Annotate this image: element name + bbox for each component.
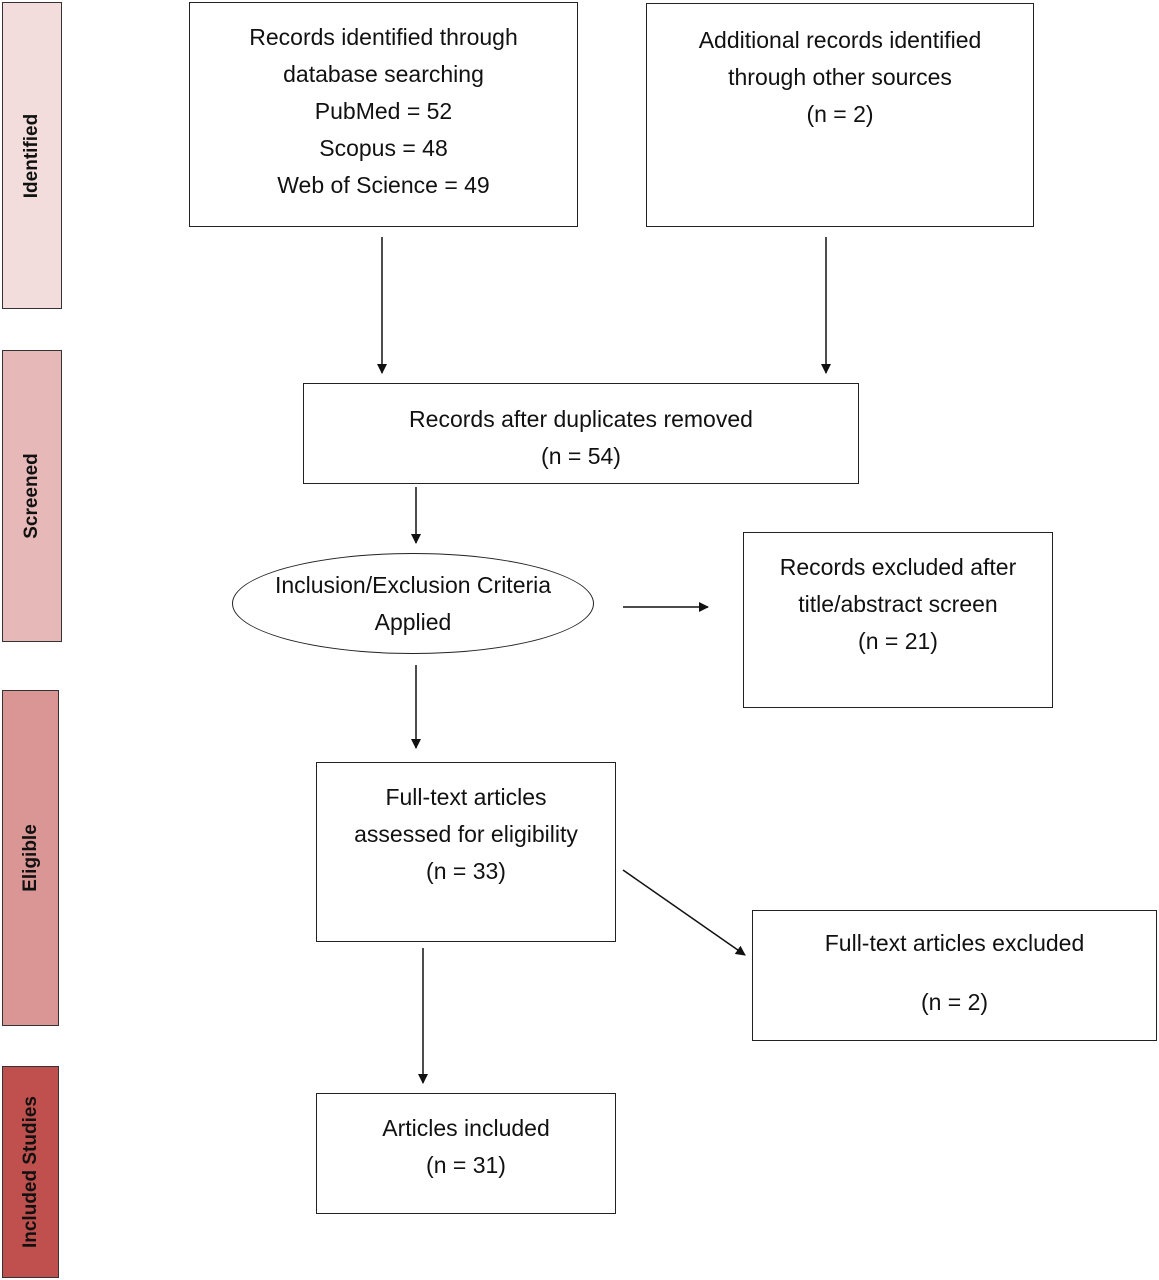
phase-identified: Identified	[2, 2, 62, 309]
other-sources-count: (n = 2)	[806, 101, 874, 127]
phase-eligible: Eligible	[2, 690, 59, 1026]
articles-included-count: (n = 31)	[426, 1152, 506, 1178]
excluded-title-abstract-line-1: Records excluded after	[779, 554, 1017, 580]
articles-included-box: Articles included (n = 31)	[316, 1093, 616, 1214]
phase-identified-label: Identified	[21, 113, 42, 198]
fulltext-assessed-count: (n = 33)	[426, 858, 506, 884]
articles-included-label: Articles included	[382, 1115, 550, 1141]
database-search-line-1: Records identified through	[249, 24, 518, 50]
arrow-fulltext-to-excluded	[622, 869, 746, 956]
database-search-pubmed: PubMed = 52	[314, 98, 453, 124]
excluded-title-abstract-line-2: title/abstract screen	[798, 591, 998, 617]
phase-included-label: Included Studies	[19, 1095, 41, 1249]
database-search-line-2: database searching	[283, 61, 484, 87]
database-search-scopus: Scopus = 48	[319, 135, 448, 161]
phase-eligible-label: Eligible	[19, 824, 41, 892]
phase-screened: Screened	[2, 350, 62, 642]
excluded-title-abstract-count: (n = 21)	[858, 628, 938, 654]
duplicates-removed-box: Records after duplicates removed (n = 54…	[303, 383, 859, 484]
fulltext-assessed-line-2: assessed for eligibility	[354, 821, 578, 847]
other-sources-box: Additional records identified through ot…	[646, 3, 1034, 227]
fulltext-excluded-box: Full-text articles excluded (n = 2)	[752, 910, 1157, 1041]
excluded-title-abstract-box: Records excluded after title/abstract sc…	[743, 532, 1053, 708]
criteria-applied-oval: Inclusion/Exclusion Criteria Applied	[232, 553, 594, 654]
criteria-applied-line-2: Applied	[374, 608, 452, 635]
database-search-box: Records identified through database sear…	[189, 2, 578, 227]
duplicates-removed-label: Records after duplicates removed	[409, 406, 753, 432]
phase-screened-label: Screened	[21, 453, 42, 539]
fulltext-excluded-label: Full-text articles excluded	[824, 930, 1085, 956]
phase-included: Included Studies	[2, 1066, 59, 1278]
fulltext-excluded-count: (n = 2)	[920, 989, 989, 1015]
criteria-applied-line-1: Inclusion/Exclusion Criteria	[274, 571, 552, 598]
fulltext-assessed-box: Full-text articles assessed for eligibil…	[316, 762, 616, 942]
other-sources-line-1: Additional records identified	[698, 27, 982, 53]
database-search-wos: Web of Science = 49	[277, 172, 490, 198]
duplicates-removed-count: (n = 54)	[541, 443, 621, 469]
other-sources-line-2: through other sources	[728, 64, 952, 90]
fulltext-assessed-line-1: Full-text articles	[385, 784, 547, 810]
